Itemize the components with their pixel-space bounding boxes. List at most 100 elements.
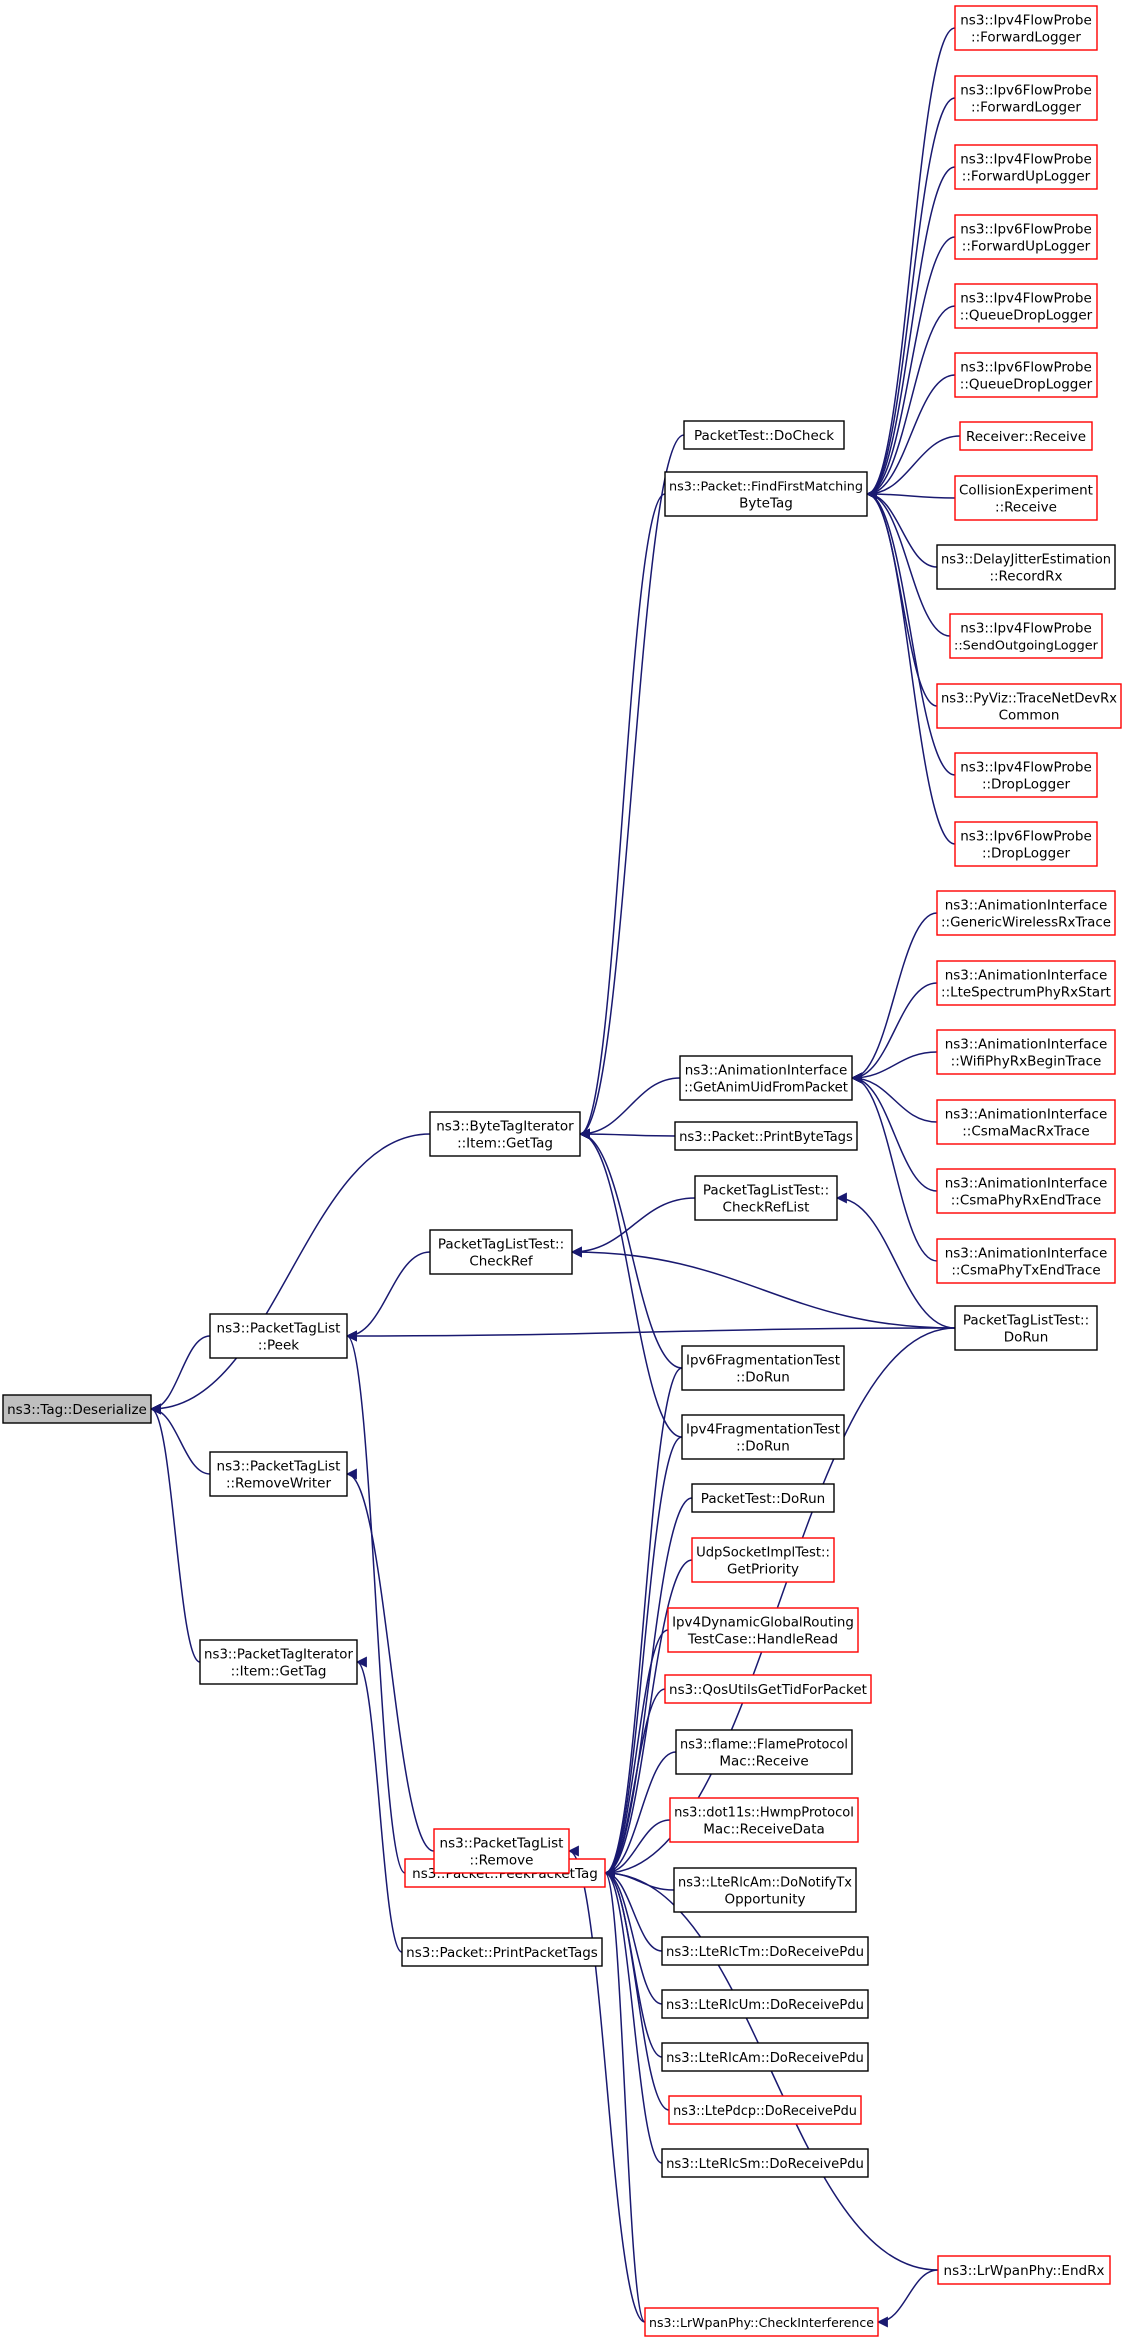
node-ipv4flowprobe-forwardlogger[interactable]: ns3::Ipv4FlowProbe::ForwardLogger (954, 5, 1098, 51)
node-animif-ltespectrumphyrxstart[interactable]: ns3::AnimationInterface::LteSpectrumPhyR… (936, 960, 1116, 1006)
node-animif-genericwirelessrx[interactable]: ns3::AnimationInterface::GenericWireless… (936, 890, 1116, 936)
edge-ipv6flowprobe-queuedroplogger-to-packet-findfirstmatching (865, 374, 956, 500)
node-label-line: ns3::Packet::PrintByteTags (679, 1130, 853, 1145)
node-lrwpan-checkinterference[interactable]: ns3::LrWpanPhy::CheckInterference (644, 2307, 879, 2337)
node-box (959, 421, 1093, 451)
node-qosutils-gettid[interactable]: ns3::QosUtilsGetTidForPacket (664, 1674, 872, 1704)
node-packettaglist-peek[interactable]: ns3::PacketTagList::Peek (209, 1313, 348, 1359)
node-lterlcsm-doreceivepdu[interactable]: ns3::LteRlcSm::DoReceivePdu (661, 2148, 869, 2178)
node-packettaglisttest-dorun[interactable]: PacketTagListTest::DoRun (954, 1305, 1098, 1351)
node-packettaglist-removewriter[interactable]: ns3::PacketTagList::RemoveWriter (209, 1451, 348, 1497)
node-lrwpan-endrx[interactable]: ns3::LrWpanPhy::EndRx (937, 2255, 1111, 2285)
node-lterlctm-doreceivepdu[interactable]: ns3::LteRlcTm::DoReceivePdu (661, 1936, 869, 1966)
node-packettaglist-remove[interactable]: ns3::PacketTagList::Remove (433, 1828, 570, 1874)
node-box (668, 2095, 862, 2125)
node-ipv6flowprobe-forwarduplogger[interactable]: ns3::Ipv6FlowProbe::ForwardUpLogger (954, 214, 1098, 260)
node-box (694, 1175, 838, 1221)
node-ipv6frag-dorun[interactable]: Ipv6FragmentationTest::DoRun (681, 1345, 845, 1391)
edge-ipv4flowprobe-droplogger-to-packet-findfirstmatching (865, 488, 956, 776)
node-label-line: Receiver::Receive (966, 429, 1086, 445)
node-packettest-dorun[interactable]: PacketTest::DoRun (691, 1483, 835, 1513)
node-packettag-item-gettag[interactable]: ns3::PacketTagIterator::Item::GetTag (199, 1639, 358, 1685)
node-animif-csmaphyrxend[interactable]: ns3::AnimationInterface::CsmaPhyRxEndTra… (936, 1168, 1116, 1214)
node-lterlcum-doreceivepdu[interactable]: ns3::LteRlcUm::DoReceivePdu (661, 1989, 869, 2019)
node-animif-csmamacrx[interactable]: ns3::AnimationInterface::CsmaMacRxTrace (936, 1099, 1116, 1145)
node-box (401, 1937, 603, 1967)
edge-ipv4flowprobe-forwarduplogger-to-packet-findfirstmatching (865, 166, 956, 500)
node-label-line: Common (999, 708, 1060, 724)
node-packettaglisttest-checkref[interactable]: PacketTagListTest::CheckRef (429, 1229, 573, 1275)
edge-packet-printpackettags-to-packettag-item-gettag (355, 1656, 403, 1953)
node-label-line: PacketTagListTest:: (963, 1313, 1089, 1329)
node-packettaglisttest-checkreflist[interactable]: PacketTagListTest::CheckRefList (694, 1175, 838, 1221)
node-packet-printpackettags[interactable]: ns3::Packet::PrintPacketTags (401, 1937, 603, 1967)
edge-animif-genericwirelessrx-to-animif-getanimuid (850, 912, 938, 1084)
node-label-line: ns3::flame::FlameProtocol (680, 1738, 848, 1753)
node-animif-getanimuid[interactable]: ns3::AnimationInterface::GetAnimUidFromP… (679, 1055, 853, 1101)
node-label-line: ::ForwardUpLogger (962, 239, 1091, 255)
edge-packet-printbytetags-to-bytetag-item-gettag (578, 1128, 676, 1140)
edge-qosutils-gettid-to-packet-peekpackettag (603, 1688, 666, 1879)
node-label-line: Ipv6FragmentationTest (686, 1353, 840, 1369)
node-label-line: ns3::Ipv6FlowProbe (960, 829, 1092, 845)
node-ipv4dynglobalrouting-handleread[interactable]: Ipv4DynamicGlobalRoutingTestCase::Handle… (667, 1607, 859, 1653)
node-deserialize: ns3::Tag::Deserialize (2, 1394, 152, 1424)
node-label-line: ns3::PacketTagList (217, 1459, 341, 1475)
node-bytetag-item-gettag[interactable]: ns3::ByteTagIterator::Item::GetTag (429, 1111, 581, 1157)
node-label-line: CheckRef (469, 1254, 534, 1270)
node-animif-csmaphytxend[interactable]: ns3::AnimationInterface::CsmaPhyTxEndTra… (936, 1238, 1116, 1284)
node-box (661, 1989, 869, 2019)
node-ipv4flowprobe-sendoutgoinglogger[interactable]: ns3::Ipv4FlowProbe::SendOutgoingLogger (949, 613, 1103, 659)
node-label-line: ByteTag (739, 496, 793, 512)
edge-ipv4frag-dorun-to-packet-peekpackettag (603, 1436, 683, 1879)
node-delayjitter-recordrx[interactable]: ns3::DelayJitterEstimation::RecordRx (936, 544, 1116, 590)
node-box (954, 752, 1098, 798)
node-label-line: ns3::Packet::PrintPacketTags (406, 1945, 598, 1961)
node-ipv4flowprobe-forwarduplogger[interactable]: ns3::Ipv4FlowProbe::ForwardUpLogger (954, 144, 1098, 190)
node-ipv4frag-dorun[interactable]: Ipv4FragmentationTest::DoRun (681, 1414, 845, 1460)
node-label-line: Ipv4DynamicGlobalRouting (672, 1616, 854, 1631)
edge-ipv4flowprobe-queuedroplogger-to-packet-findfirstmatching (865, 305, 956, 500)
node-label-line: ::Receive (995, 500, 1057, 516)
node-udpsocketimpltest-getpriority[interactable]: UdpSocketImplTest::GetPriority (691, 1537, 835, 1583)
node-box (937, 2255, 1111, 2285)
node-lterlcam-doreceivepdu[interactable]: ns3::LteRlcAm::DoReceivePdu (661, 2042, 869, 2072)
edge-lterlcsm-doreceivepdu-to-packet-peekpackettag (603, 1867, 663, 2164)
node-box (949, 613, 1103, 659)
edge-packettaglist-removewriter-to-deserialize (149, 1403, 211, 1475)
node-label-line: ns3::LteRlcAm::DoReceivePdu (666, 2051, 864, 2066)
node-ipv6flowprobe-droplogger[interactable]: ns3::Ipv6FlowProbe::DropLogger (954, 821, 1098, 867)
node-label-line: ::CsmaMacRxTrace (962, 1124, 1090, 1140)
node-label-line: ns3::AnimationInterface (945, 1107, 1108, 1123)
node-box (661, 2148, 869, 2178)
node-ipv6flowprobe-forwardlogger[interactable]: ns3::Ipv6FlowProbe::ForwardLogger (954, 75, 1098, 121)
edge-animif-csmaphytxend-to-animif-getanimuid (850, 1072, 938, 1262)
node-label-line: Opportunity (724, 1892, 805, 1908)
node-receiver-receive[interactable]: Receiver::Receive (959, 421, 1093, 451)
edge-animif-ltespectrumphyrxstart-to-animif-getanimuid (850, 982, 938, 1084)
node-collisionexperiment-receive[interactable]: CollisionExperiment::Receive (954, 475, 1098, 521)
node-box (433, 1828, 570, 1874)
node-ltepdcp-doreceivepdu[interactable]: ns3::LtePdcp::DoReceivePdu (668, 2095, 862, 2125)
edge-ipv4frag-dorun-to-bytetag-item-gettag (578, 1128, 683, 1438)
node-dot11s-receivedata[interactable]: ns3::dot11s::HwmpProtocolMac::ReceiveDat… (669, 1797, 859, 1843)
node-label-line: PacketTest::DoCheck (694, 428, 834, 444)
node-label-line: ns3::Ipv4FlowProbe (960, 621, 1092, 637)
node-label-line: ::QueueDropLogger (960, 308, 1093, 324)
node-box (936, 1099, 1116, 1145)
node-ipv6flowprobe-queuedroplogger[interactable]: ns3::Ipv6FlowProbe::QueueDropLogger (954, 352, 1098, 398)
node-box (664, 1674, 872, 1704)
node-animif-wifiphyrxbegin[interactable]: ns3::AnimationInterface::WifiPhyRxBeginT… (936, 1029, 1116, 1075)
node-label-line: ns3::LteRlcSm::DoReceivePdu (666, 2157, 864, 2172)
edge-ipv6frag-dorun-to-bytetag-item-gettag (578, 1128, 683, 1369)
node-packet-printbytetags[interactable]: ns3::Packet::PrintByteTags (674, 1121, 858, 1151)
node-ipv4flowprobe-droplogger[interactable]: ns3::Ipv4FlowProbe::DropLogger (954, 752, 1098, 798)
edge-collisionexperiment-receive-to-packet-findfirstmatching (865, 488, 956, 500)
node-packettest-docheck[interactable]: PacketTest::DoCheck (683, 420, 845, 450)
node-ipv4flowprobe-queuedroplogger[interactable]: ns3::Ipv4FlowProbe::QueueDropLogger (954, 283, 1098, 329)
edge-ipv4flowprobe-forwardlogger-to-packet-findfirstmatching (865, 27, 956, 500)
